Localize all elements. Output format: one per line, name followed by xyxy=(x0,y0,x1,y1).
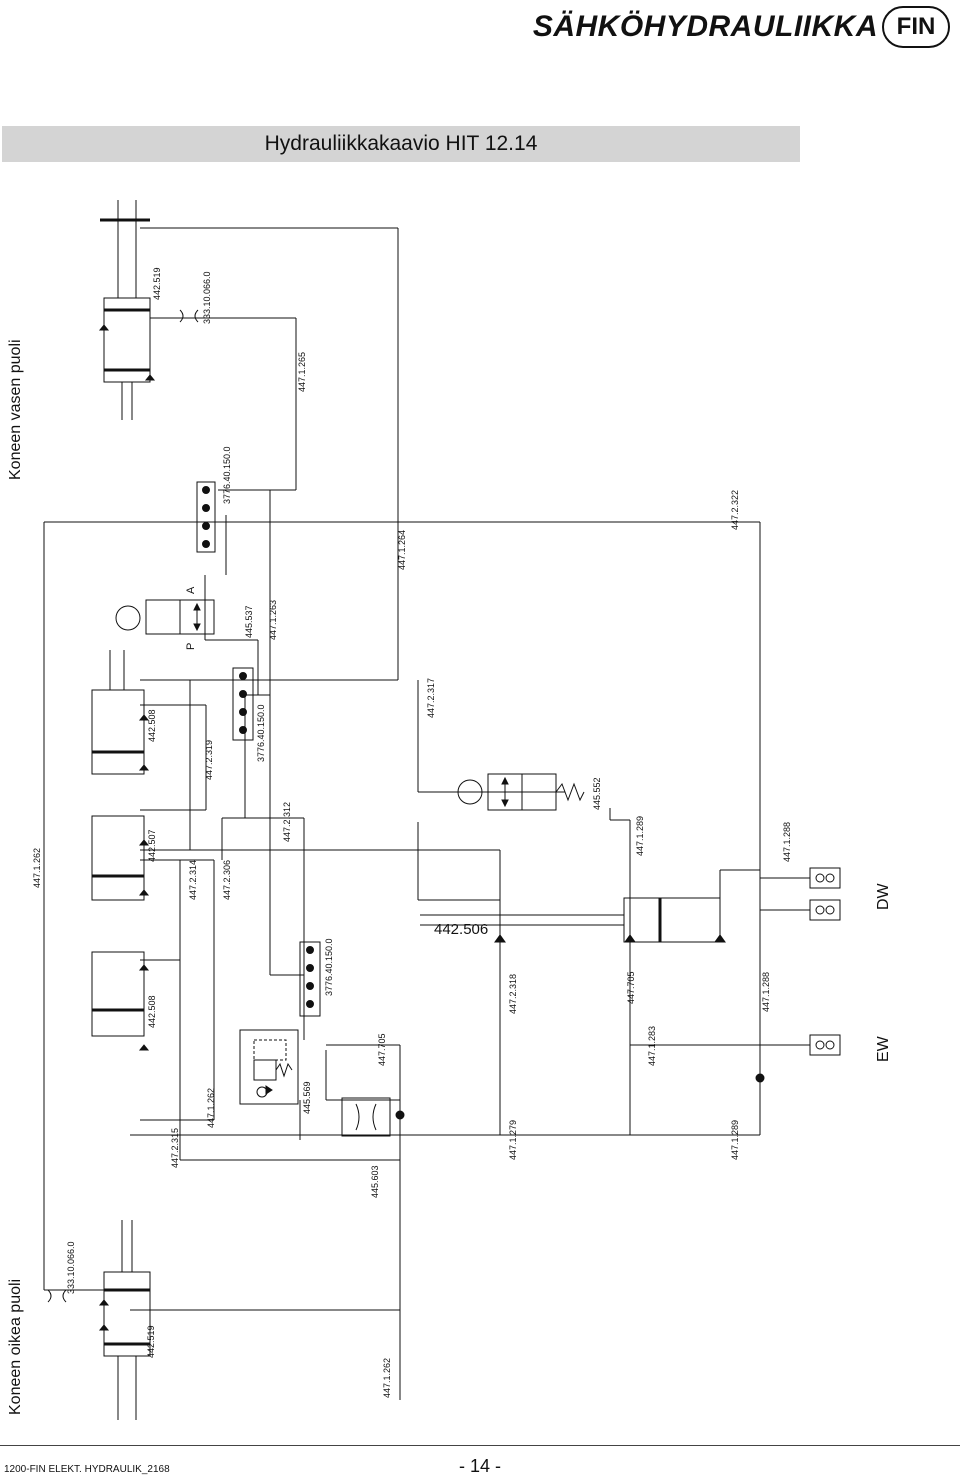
cylinder-442-508-top xyxy=(91,650,150,775)
directional-valve-445-552 xyxy=(457,773,585,811)
label-cyl-507: 442.507 xyxy=(147,829,157,862)
label-hose-314: 447.2.314 xyxy=(188,860,198,900)
label-cyl-508-top: 442.508 xyxy=(147,709,157,742)
label-port-a: A xyxy=(185,586,197,594)
left-side-label: Koneen vasen puoli xyxy=(7,339,24,480)
label-hose-264: 447.1.264 xyxy=(397,530,407,570)
label-cyl-506: 442.506 xyxy=(434,921,488,938)
label-hose-705-left: 447.705 xyxy=(377,1033,387,1066)
label-hose-289-top: 447.1.289 xyxy=(635,816,645,856)
cylinder-left-442-519 xyxy=(98,200,156,420)
label-block-top: 3776.40.150.0 xyxy=(222,446,232,504)
junction-dot-ew xyxy=(755,1073,765,1083)
label-restrictor-right: 333.10.066.0 xyxy=(66,1241,76,1294)
check-valve-ew xyxy=(809,1034,841,1056)
label-hose-312: 447.2.312 xyxy=(282,802,292,842)
label-hose-318: 447.2.318 xyxy=(508,974,518,1014)
label-valve-552: 445.552 xyxy=(592,777,602,810)
label-hose-317: 447.2.317 xyxy=(426,678,436,718)
label-hose-315: 447.2.315 xyxy=(170,1128,180,1168)
pressure-valve-445-569 xyxy=(239,1029,299,1105)
label-block-low: 3776.40.150.0 xyxy=(324,938,334,996)
pipe-network xyxy=(43,227,810,1400)
label-dw: DW xyxy=(875,882,892,910)
cylinder-442-506 xyxy=(420,897,726,943)
label-hose-319: 447.2.319 xyxy=(204,740,214,780)
hydraulic-schematic: Koneen vasen puoli Koneen oikea puoli xyxy=(7,200,892,1420)
label-hose-288-top: 447.1.288 xyxy=(782,822,792,862)
restrictor-left-icon xyxy=(179,309,199,323)
label-hose-288-low: 447.1.288 xyxy=(761,972,771,1012)
label-hose-306: 447.2.306 xyxy=(222,860,232,900)
junction-dot-603 xyxy=(395,1110,405,1120)
label-hose-262-bottom: 447.1.262 xyxy=(382,1358,392,1398)
check-valve-dw-lower xyxy=(809,899,841,921)
manifold-block-low xyxy=(299,941,321,1017)
label-valve-603: 445.603 xyxy=(370,1165,380,1198)
manifold-block-mid xyxy=(232,667,254,741)
manifold-block-top xyxy=(196,481,216,553)
label-hose-262-top: 447.1.262 xyxy=(32,848,42,888)
throttle-valve-445-603 xyxy=(341,1097,391,1137)
title-bar: Hydrauliikkakaavio HIT 12.14 xyxy=(2,126,800,162)
label-hose-262-mid: 447.1.262 xyxy=(206,1088,216,1128)
right-side-label: Koneen oikea puoli xyxy=(7,1279,24,1415)
label-hose-322: 447.2.322 xyxy=(730,490,740,530)
page-footer: 1200-FIN ELEKT. HYDRAULIK_2168 - 14 - xyxy=(0,1445,960,1482)
cylinder-right-442-519 xyxy=(98,1220,151,1420)
page-number: - 14 - xyxy=(458,1456,501,1476)
label-hose-705-right: 447.705 xyxy=(626,971,636,1004)
label-ew: EW xyxy=(875,1035,892,1062)
cylinder-442-507 xyxy=(91,815,150,901)
label-hose-263: 447.1.263 xyxy=(268,600,278,640)
label-hose-279: 447.1.279 xyxy=(508,1120,518,1160)
label-hose-283: 447.1.283 xyxy=(647,1026,657,1066)
label-cyl-right: 442.519 xyxy=(146,1325,156,1358)
label-cyl-508-low: 442.508 xyxy=(147,995,157,1028)
language-badge: FIN xyxy=(882,6,950,48)
label-port-p: P xyxy=(185,643,197,650)
label-valve-569: 445.569 xyxy=(302,1081,312,1114)
label-hose-289-low: 447.1.289 xyxy=(730,1120,740,1160)
restrictor-right-icon xyxy=(47,1289,67,1303)
label-valve-537: 445.537 xyxy=(244,605,254,638)
document-reference: 1200-FIN ELEKT. HYDRAULIK_2168 xyxy=(4,1464,170,1475)
brand-title: SÄHKÖHYDRAULIIKKA xyxy=(532,10,878,43)
label-cyl-left: 442.519 xyxy=(152,267,162,300)
check-valve-dw-upper xyxy=(809,867,841,889)
label-restrictor-left: 333.10.066.0 xyxy=(202,271,212,324)
cylinder-442-508-low xyxy=(91,951,150,1051)
label-block-mid: 3776.40.150.0 xyxy=(256,704,266,762)
diagram-title: Hydrauliikkakaavio HIT 12.14 xyxy=(264,132,538,155)
label-hose-265: 447.1.265 xyxy=(297,352,307,392)
directional-valve-445-537 xyxy=(115,599,215,635)
